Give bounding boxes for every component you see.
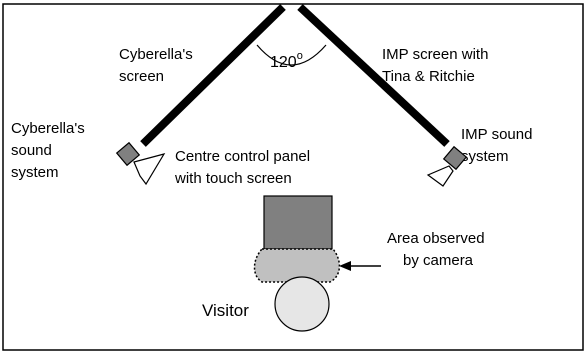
camera-observed-area xyxy=(253,248,341,283)
cyberella-speaker-icon xyxy=(115,141,166,186)
camera-area-label: Area observed by camera xyxy=(387,230,489,269)
imp-screen-label: IMP screen with Tina & Ritchie xyxy=(382,46,493,85)
visitor-label: Visitor xyxy=(202,301,249,320)
control-panel-box xyxy=(263,195,333,250)
cyberella-sound-label: Cyberella's sound system xyxy=(11,120,89,181)
camera-arrow xyxy=(339,261,381,271)
angle-arc xyxy=(256,44,327,66)
imp-screen xyxy=(297,4,450,147)
imp-speaker-icon xyxy=(426,145,468,187)
cyberella-screen-label: Cyberella's screen xyxy=(119,46,197,85)
control-panel-label: Centre control panel with touch screen xyxy=(174,148,314,187)
angle-label: 120o xyxy=(270,50,303,71)
visitor-circle xyxy=(274,276,330,332)
cyberella-screen xyxy=(140,4,286,147)
imp-sound-label: IMP sound system xyxy=(461,126,537,165)
